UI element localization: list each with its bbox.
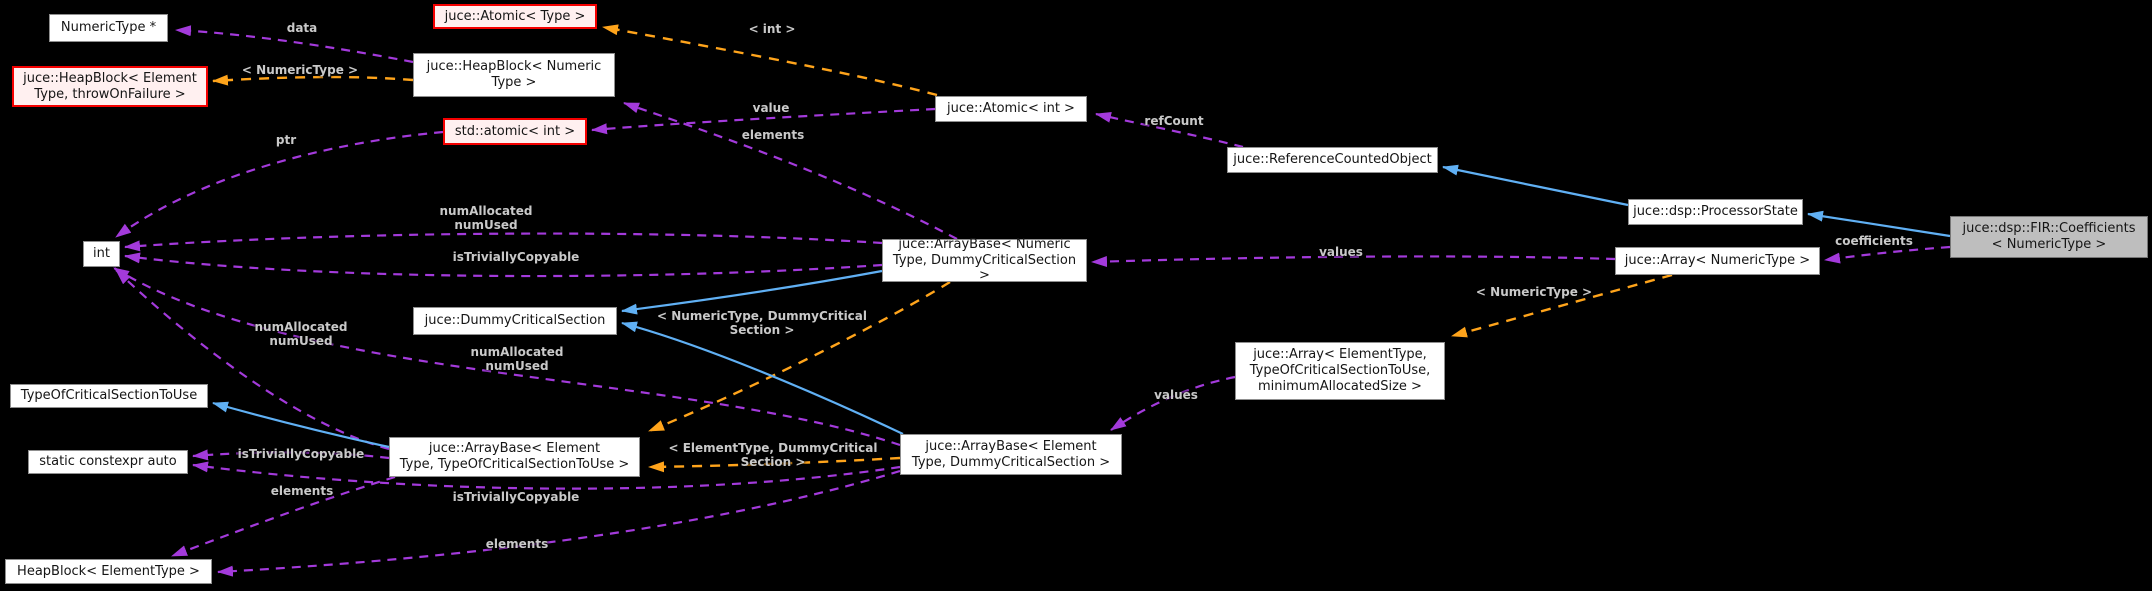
edge-values-2 <box>1110 375 1236 431</box>
edge-elements-2 <box>171 475 396 558</box>
edge-data <box>175 25 414 64</box>
edge-tmpl-numerictype-2 <box>1451 273 1673 338</box>
edge-value <box>591 107 936 135</box>
edge-tmpl-numeric-dummy <box>648 280 951 433</box>
node-array-elementtype[interactable]: juce::Array< ElementType, TypeOfCritical… <box>1235 342 1445 400</box>
node-std-atomic-int[interactable]: std::atomic< int > <box>443 118 587 145</box>
node-arraybase-element-dummy[interactable]: juce::ArrayBase< Element Type, DummyCrit… <box>900 434 1122 475</box>
node-numerictype-ptr[interactable]: NumericType * <box>49 14 168 42</box>
node-heapblock-elementtype[interactable]: HeapBlock< ElementType > <box>5 559 212 584</box>
edge-numalloc-1 <box>124 232 883 252</box>
node-processor-state[interactable]: juce::dsp::ProcessorState <box>1628 199 1803 225</box>
edge-inherit-arraybaseelement-typeofcritical <box>212 401 390 449</box>
edge-elements-1 <box>623 101 958 240</box>
edge-numalloc-3 <box>113 267 901 447</box>
edge-inherit-coefficients-processorstate <box>1807 210 1951 238</box>
edge-inherit-arraybaseelementdummy-dummycritical <box>621 321 904 435</box>
edge-refcount <box>1095 111 1244 149</box>
node-atomic-int[interactable]: juce::Atomic< int > <box>935 96 1087 122</box>
node-arraybase-element-tofc[interactable]: juce::ArrayBase< Element Type, TypeOfCri… <box>389 437 640 477</box>
node-typeof-critical-section[interactable]: TypeOfCriticalSectionToUse <box>10 384 208 408</box>
node-atomic-type[interactable]: juce::Atomic< Type > <box>433 4 597 29</box>
edge-values-1 <box>1091 255 1616 268</box>
edge-tmpl-int <box>602 24 938 97</box>
edge-inherit-arraybasenumeric-dummycritical <box>621 269 883 315</box>
node-fir-coefficients[interactable]: juce::dsp::FIR::Coefficients < NumericTy… <box>1950 216 2148 258</box>
node-heapblock-numeric[interactable]: juce::HeapBlock< Numeric Type > <box>413 53 615 97</box>
edge-istriv-1 <box>124 252 883 278</box>
node-int[interactable]: int <box>83 241 120 267</box>
edge-istriv-2 <box>192 449 390 461</box>
edge-numalloc-2 <box>115 269 390 451</box>
edge-tmpl-numerictype <box>212 74 414 86</box>
node-array-numerictype[interactable]: juce::Array< NumericType > <box>1615 247 1820 275</box>
edge-elements-3 <box>217 469 901 577</box>
edge-tmpl-element-dummy <box>648 456 901 473</box>
edge-istriv-3 <box>192 461 901 490</box>
node-arraybase-numeric-dummy[interactable]: juce::ArrayBase< Numeric Type, DummyCrit… <box>882 237 1087 283</box>
edge-inherit-processorstate-refcounted <box>1442 164 1629 207</box>
node-heapblock-element-throw[interactable]: juce::HeapBlock< Element Type, throwOnFa… <box>12 66 208 107</box>
edge-ptr <box>115 130 444 238</box>
node-reference-counted-object[interactable]: juce::ReferenceCountedObject <box>1227 147 1438 173</box>
node-dummy-critical-section[interactable]: juce::DummyCriticalSection <box>413 307 617 335</box>
node-static-constexpr-auto[interactable]: static constexpr auto <box>28 450 188 474</box>
edge-coefficients <box>1824 245 1951 264</box>
